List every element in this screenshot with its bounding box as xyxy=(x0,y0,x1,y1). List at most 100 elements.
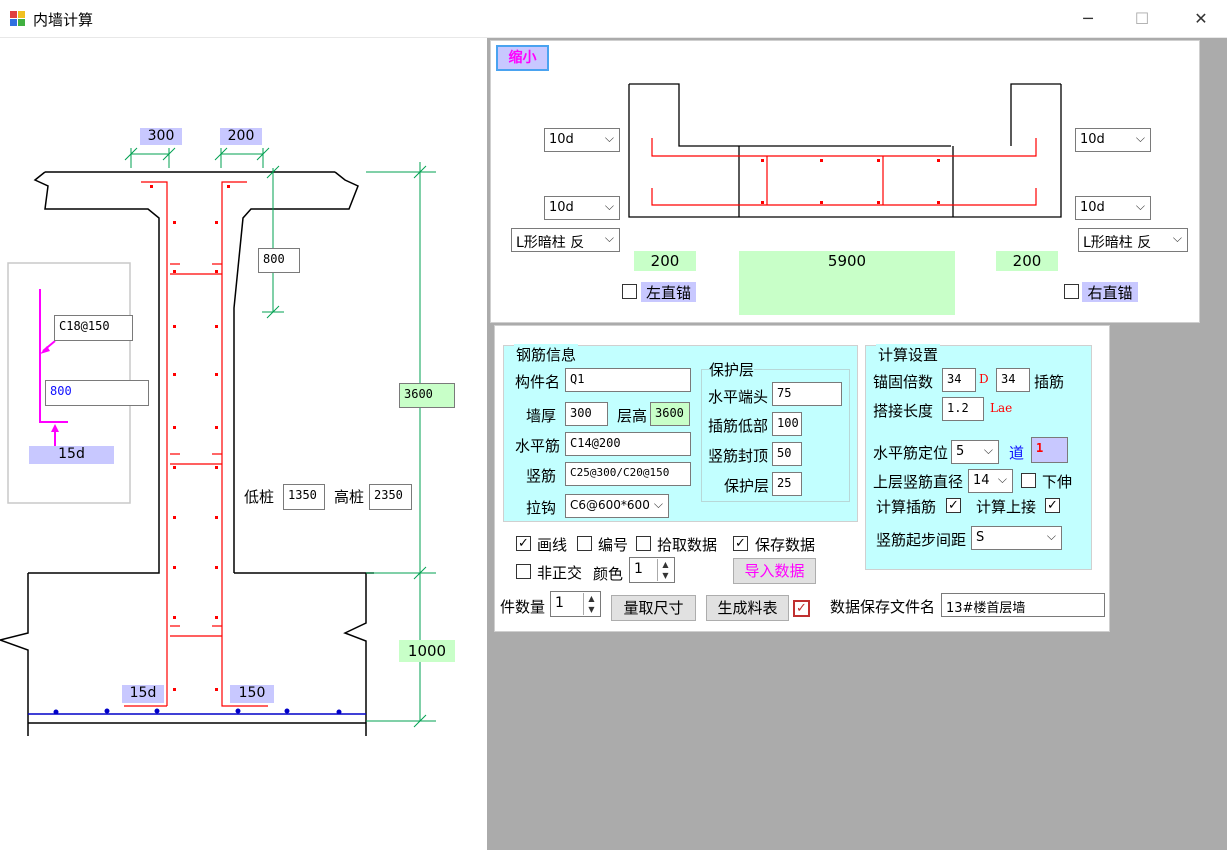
name-label: 构件名 xyxy=(515,373,561,391)
save-data-checkbox[interactable]: ✓ xyxy=(733,536,748,551)
low-pile-label: 低桩 xyxy=(244,488,275,506)
title-bar: 内墙计算 ─ ☐ ✕ xyxy=(0,0,1227,38)
dim-center-label: 5900 xyxy=(739,251,955,315)
left-top-select[interactable]: 10d⌵ xyxy=(544,128,620,152)
chevron-down-icon: ⌵ xyxy=(653,497,663,511)
color-label: 颜色 xyxy=(593,565,624,583)
generate-table-checkbox[interactable]: ✓ xyxy=(793,600,810,617)
pick-data-checkbox[interactable] xyxy=(636,536,651,551)
vertical-field[interactable]: C25@300/C20@150 xyxy=(565,462,691,486)
dowel-bottom-field[interactable]: 100 xyxy=(772,412,802,436)
thickness-field[interactable]: 300 xyxy=(565,402,608,426)
stepper-arrows-icon[interactable]: ▲▼ xyxy=(583,593,599,615)
dim-right-label: 200 xyxy=(996,251,1058,271)
dim-3600-field[interactable]: 3600 xyxy=(399,383,455,408)
lae-label: Lae xyxy=(990,401,1013,415)
non-orthogonal-checkbox[interactable] xyxy=(516,564,531,579)
name-field[interactable]: Q1 xyxy=(565,368,691,392)
chevron-down-icon: ⌵ xyxy=(604,199,614,213)
measure-button[interactable]: 量取尺寸 xyxy=(611,595,696,621)
dowel-label: 插筋 xyxy=(1034,373,1065,391)
window-title: 内墙计算 xyxy=(33,11,94,29)
floor-height-field[interactable]: 3600 xyxy=(650,402,690,426)
hpos-select[interactable]: 5⌵ xyxy=(951,440,999,464)
non-orthogonal-label: 非正交 xyxy=(537,564,583,582)
anchor-field-2[interactable]: 34 xyxy=(996,368,1030,392)
minimize-button[interactable]: ─ xyxy=(1083,9,1093,28)
color-stepper[interactable]: 1 ▲▼ xyxy=(629,557,675,583)
high-pile-field[interactable]: 2350 xyxy=(369,484,412,510)
dim-1000-label: 1000 xyxy=(399,640,455,662)
cover-label: 保护层 xyxy=(724,477,770,495)
calc-dowel-checkbox[interactable]: ✓ xyxy=(946,498,961,513)
chevron-down-icon: ⌵ xyxy=(604,231,614,245)
bottom-right-label: 150 xyxy=(230,685,274,703)
save-data-label: 保存数据 xyxy=(755,536,816,554)
number-checkbox[interactable] xyxy=(577,536,592,551)
hpos-label: 水平筋定位 xyxy=(873,444,949,462)
anchor-field-1[interactable]: 34 xyxy=(942,368,976,392)
shrink-button[interactable]: 缩小 xyxy=(496,45,549,71)
horizontal-field[interactable]: C14@200 xyxy=(565,432,691,456)
down-extend-label: 下伸 xyxy=(1042,473,1073,491)
chevron-down-icon: ⌵ xyxy=(1135,131,1145,145)
cover-group xyxy=(701,369,850,502)
vertical-top-field[interactable]: 50 xyxy=(772,442,802,466)
chevron-down-icon: ⌵ xyxy=(997,472,1007,486)
lap-label: 搭接长度 xyxy=(873,402,934,420)
wall-section-drawing[interactable] xyxy=(0,38,487,850)
inset-800-field[interactable]: 800 xyxy=(45,380,149,406)
close-button[interactable]: ✕ xyxy=(1194,9,1208,28)
right-top-select[interactable]: 10d⌵ xyxy=(1075,128,1151,152)
high-pile-label: 高桩 xyxy=(334,488,365,506)
horizontal-end-field[interactable]: 75 xyxy=(772,382,842,406)
right-anchor-label: 右直锚 xyxy=(1082,282,1138,302)
right-column-select[interactable]: L形暗柱 反⌵ xyxy=(1078,228,1188,252)
import-data-button[interactable]: 导入数据 xyxy=(733,558,816,584)
vertical-label: 竖筋 xyxy=(526,467,557,485)
rebar-info-title: 钢筋信息 xyxy=(514,344,579,365)
right-anchor-checkbox[interactable] xyxy=(1064,284,1079,299)
calc-dowel-label: 计算插筋 xyxy=(876,498,937,516)
chevron-down-icon: ⌵ xyxy=(1172,231,1182,245)
cover-field[interactable]: 25 xyxy=(772,472,802,496)
horizontal-label: 水平筋 xyxy=(515,437,561,455)
lap-field[interactable]: 1.2 xyxy=(942,397,984,421)
anchor-label: 锚固倍数 xyxy=(873,373,934,391)
number-label: 编号 xyxy=(598,536,629,554)
left-bottom-select[interactable]: 10d⌵ xyxy=(544,196,620,220)
inset-15d-label: 15d xyxy=(29,446,114,464)
down-extend-checkbox[interactable] xyxy=(1021,473,1036,488)
vertical-top-label: 竖筋封顶 xyxy=(708,447,769,465)
chevron-down-icon: ⌵ xyxy=(1046,529,1056,543)
dim-left-label: 200 xyxy=(634,251,696,271)
tie-select[interactable]: C6@600*600⌵ xyxy=(565,494,669,518)
count-stepper[interactable]: 1 ▲▼ xyxy=(550,591,601,617)
pick-data-label: 拾取数据 xyxy=(657,536,718,554)
start-spacing-select[interactable]: S⌵ xyxy=(971,526,1062,550)
cover-title: 保护层 xyxy=(709,359,755,380)
thickness-label: 墙厚 xyxy=(526,407,557,425)
stepper-arrows-icon[interactable]: ▲▼ xyxy=(657,559,673,581)
calc-lap-label: 计算上接 xyxy=(976,498,1037,516)
generate-table-button[interactable]: 生成料表 xyxy=(706,595,789,621)
floor-height-label: 层高 xyxy=(617,407,648,425)
right-bottom-select[interactable]: 10d⌵ xyxy=(1075,196,1151,220)
top-dim-left-label: 300 xyxy=(140,128,182,145)
dim-800-field[interactable]: 800 xyxy=(258,248,300,273)
save-file-label: 数据保存文件名 xyxy=(830,598,936,616)
dao-label: 道 xyxy=(1009,444,1025,462)
save-file-field[interactable]: 13#楼首层墙 xyxy=(941,593,1105,617)
left-anchor-checkbox[interactable] xyxy=(622,284,637,299)
chevron-down-icon: ⌵ xyxy=(1135,199,1145,213)
draw-line-checkbox[interactable]: ✓ xyxy=(516,536,531,551)
horizontal-end-label: 水平端头 xyxy=(708,388,769,406)
maximize-button[interactable]: ☐ xyxy=(1134,9,1150,28)
dao-field[interactable]: 1 xyxy=(1031,437,1068,463)
left-column-select[interactable]: L形暗柱 反⌵ xyxy=(511,228,620,252)
bottom-left-label: 15d xyxy=(122,685,164,703)
inset-rebar-field[interactable]: C18@150 xyxy=(54,315,133,341)
upper-dia-select[interactable]: 14⌵ xyxy=(968,469,1013,493)
low-pile-field[interactable]: 1350 xyxy=(283,484,325,510)
calc-lap-checkbox[interactable]: ✓ xyxy=(1045,498,1060,513)
